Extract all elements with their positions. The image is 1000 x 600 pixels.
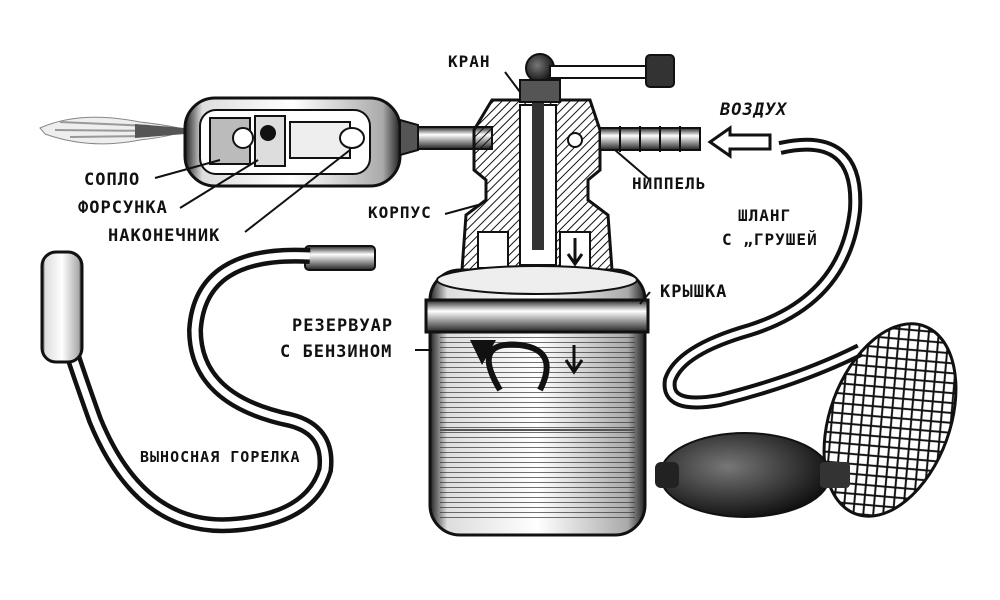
label-kran: КРАН — [448, 52, 491, 71]
burner-head — [183, 96, 493, 188]
label-soplo: СОПЛО — [84, 170, 141, 190]
label-shlang-2: С „ГРУШЕЙ — [722, 230, 818, 249]
bulb-net — [822, 322, 958, 518]
leader-lines — [154, 71, 651, 351]
remote-burner — [40, 245, 376, 534]
label-korpus: КОРПУС — [368, 203, 432, 222]
rubber-bulb — [655, 432, 850, 518]
valve-handle — [519, 53, 675, 103]
nipple — [567, 126, 701, 152]
label-vynosnaya-gorelka: ВЫНОСНАЯ ГОРЕЛКА — [140, 448, 301, 466]
label-nakonechnik: НАКОНЕЧНИК — [108, 226, 221, 246]
label-nippel: НИППЕЛЬ — [632, 174, 707, 193]
label-shlang-1: ШЛАНГ — [738, 206, 792, 225]
label-rezervuar-2: С БЕНЗИНОМ — [280, 342, 393, 362]
label-rezervuar-1: РЕЗЕРВУАР — [292, 316, 394, 336]
label-vozdukh: ВОЗДУХ — [720, 100, 788, 120]
air-arrow-icon — [707, 125, 772, 159]
air-hose — [662, 137, 864, 410]
reservoir — [424, 265, 650, 537]
label-forsunka: ФОРСУНКА — [78, 198, 168, 218]
label-kryshka: КРЫШКА — [660, 282, 728, 302]
valve-body — [460, 98, 614, 272]
flame — [39, 116, 187, 145]
